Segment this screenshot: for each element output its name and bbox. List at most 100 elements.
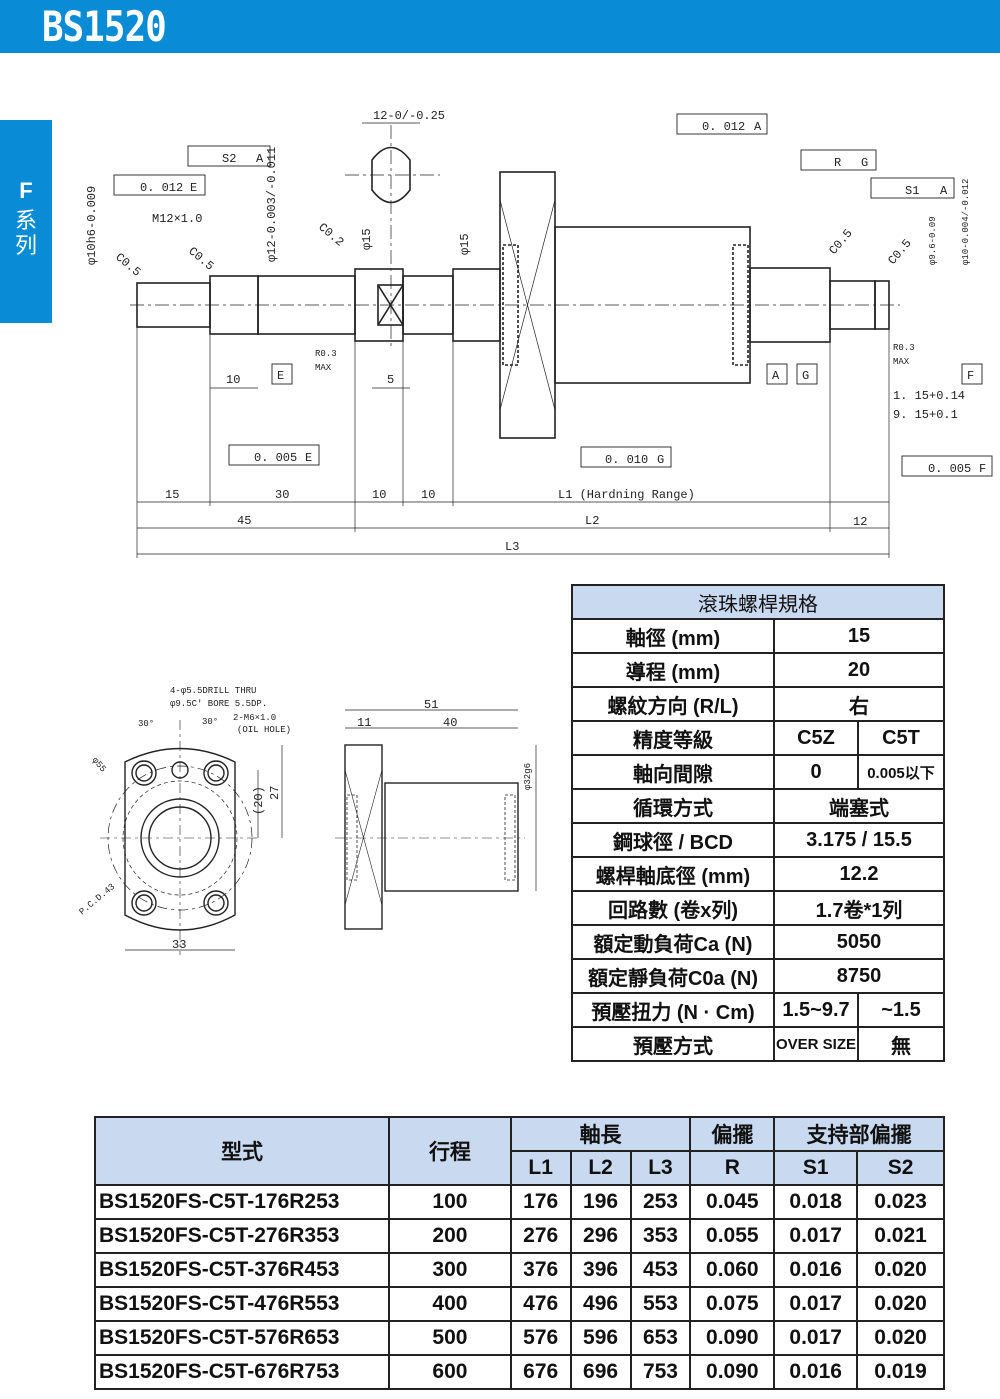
cell: 300 [388,1252,512,1288]
cell: 0.055 [689,1218,776,1254]
spec-value: 1.7卷*1列 [773,890,945,926]
tolerance-frames [113,113,993,477]
cell: 0.060 [689,1252,776,1288]
header-runout: 偏擺 [689,1116,776,1152]
label-gt-s2: S2 [222,152,236,166]
label-da: A [772,369,780,383]
label-d10d: 10 [421,488,435,502]
cell: 0.075 [689,1286,776,1322]
label-r03a: R0.3 [315,349,337,359]
label-df: F [967,369,974,383]
label-gt-012e: 0. 012 [140,181,183,195]
cell: 596 [569,1320,632,1356]
header-l3: L3 [629,1150,692,1186]
cell: 376 [509,1252,572,1288]
label-d11: 11 [357,716,371,730]
header-shaft-length: 軸長 [509,1116,692,1152]
spec-label: 螺桿軸底徑 (mm) [571,856,775,892]
spec-label: 額定動負荷Ca (N) [571,924,775,960]
spec-value: 12.2 [773,856,945,892]
label-ang1: 30° [138,719,154,729]
label-drill2: φ9.5C' BORE 5.5DP. [170,699,267,709]
label-d51: 51 [424,698,438,712]
cell: 353 [629,1218,692,1254]
spec-value-1: 1.5~9.7 [773,992,859,1028]
label-gt-s1: S1 [905,184,919,198]
dimension-lines [136,122,890,558]
cell: 576 [509,1320,572,1356]
label-d32: φ32g6 [523,763,533,790]
shaft-outline [136,146,890,439]
label-gt-010g: 0. 010 [605,453,648,467]
spec-value: 端塞式 [773,788,945,824]
label-d15a: φ15 [360,228,374,250]
series-text: 系列 [14,208,37,258]
title-bar: BS1520 [0,0,1000,53]
label-d10b: φ10-0.004/-0.012 [961,179,971,265]
label-gt-005e: 0. 005 [254,451,297,465]
header-model: 型式 [93,1116,391,1186]
label-d30: 30 [275,488,289,502]
cell: 0.016 [773,1252,859,1288]
label-d55: φ55 [90,756,108,775]
label-gt-005f-ref: F [979,462,986,476]
label-d12r: 12 [853,515,867,529]
spec-value: 15 [773,618,945,654]
cell: 496 [569,1286,632,1322]
spec-label: 軸向間隙 [571,754,775,790]
cell: 0.017 [773,1320,859,1356]
label-gt-s1-ref: A [940,184,948,198]
cell: 0.020 [856,1252,945,1288]
label-d10a: 10 [226,373,240,387]
label-l1: L1 (Hardning Range) [558,488,695,502]
label-maxa: MAX [315,363,332,373]
spec-label: 預壓方式 [571,1026,775,1062]
spec-label: 循環方式 [571,788,775,824]
label-c02: C0.2 [315,220,346,249]
cell: 100 [388,1184,512,1220]
cell: 396 [569,1252,632,1288]
cell: 0.019 [856,1354,945,1390]
label-c05a: C0.5 [112,250,143,279]
label-d10h6: φ10h6-0.009 [85,186,99,265]
nut-side-view [125,709,537,951]
cell: 676 [509,1354,572,1390]
label-d20: (20) [252,786,266,815]
cell: 0.023 [856,1184,945,1220]
label-maxb: MAX [893,357,910,367]
cell: 696 [569,1354,632,1390]
label-ang2: 30° [202,717,218,727]
label-r03b: R0.3 [893,343,915,353]
cell: 276 [509,1218,572,1254]
label-d15b: φ15 [458,233,472,255]
spec-value: 5050 [773,924,945,960]
label-drill1: 4-φ5.5DRILL THRU [170,686,256,696]
spec-label: 預壓扭力 (N · Cm) [571,992,775,1028]
spec-value-2: 0.005以下 [857,754,945,790]
label-gt-005f: 0. 005 [928,462,971,476]
label-gt-010g-ref: G [657,453,664,467]
label-gt-012a: 0. 012 [702,120,745,134]
spec-row: 預壓扭力 (N · Cm)1.5~9.7~1.5 [571,992,945,1028]
spec-label: 額定靜負荷C0a (N) [571,958,775,994]
header-l2: L2 [569,1150,632,1186]
spec-label: 精度等級 [571,720,775,756]
header-s1: S1 [773,1150,859,1186]
label-c05d: C0.5 [885,237,914,268]
label-gt-s2-ref: A [256,152,264,166]
label-m6: 2-M6×1.0 [233,713,276,723]
label-d33: 33 [172,938,186,952]
label-l115: 1. 15+0.14 [893,389,965,403]
label-d40: 40 [443,716,457,730]
spec-value-2: C5T [857,720,945,756]
spec-title: 滾珠螺桿規格 [571,584,945,620]
cell: 196 [569,1184,632,1220]
header-s2: S2 [856,1150,945,1186]
spec-value-2: 無 [857,1026,945,1062]
cell: 476 [509,1286,572,1322]
label-pcd: P.C.D.43 [78,882,118,917]
